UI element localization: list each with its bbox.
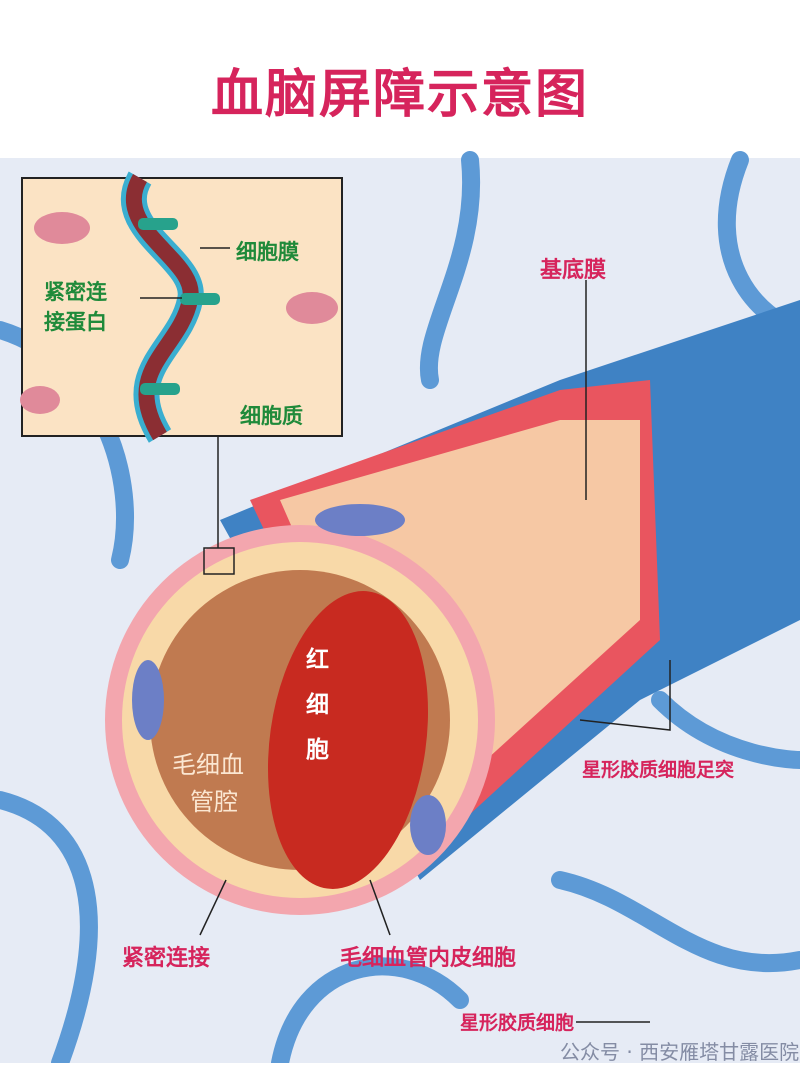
rbc-label-3: 胞	[306, 737, 329, 763]
page-title: 血脑屏障示意图	[210, 65, 589, 125]
rbc-label-2: 细	[306, 692, 329, 718]
watermark: 公众号 · 西安雁塔甘露医院	[560, 1040, 800, 1064]
red-blood-cell	[267, 591, 429, 889]
endothelial-nucleus	[315, 504, 405, 536]
label-endothelial-cell: 毛细血管内皮细胞	[340, 946, 517, 971]
label-tight-junction: 紧密连接	[122, 946, 211, 971]
lumen-label-1: 毛细血	[172, 751, 244, 779]
inset-label-tight-junction-protein-line2: 接蛋白	[44, 310, 107, 334]
label-basement-membrane: 基底膜	[540, 258, 607, 283]
rbc-label-1: 红	[306, 647, 329, 673]
tight-junction-protein	[138, 218, 178, 230]
lumen-label-2: 管腔	[190, 788, 238, 816]
leader-lines	[199, 280, 671, 1023]
tight-junction-protein	[140, 383, 180, 395]
inset-label-cytoplasm: 细胞质	[240, 404, 303, 428]
inset-label-cell-membrane: 细胞膜	[236, 240, 299, 264]
endothelial-nucleus	[132, 660, 164, 740]
label-astrocyte-endfoot: 星形胶质细胞足突	[582, 759, 735, 781]
endothelial-nucleus	[410, 795, 446, 855]
inset-box	[20, 171, 343, 575]
inset-label-tight-junction-protein-line1: 紧密连	[44, 280, 107, 304]
tight-junction-protein	[180, 293, 220, 305]
label-astrocyte: 星形胶质细胞	[460, 1012, 575, 1034]
